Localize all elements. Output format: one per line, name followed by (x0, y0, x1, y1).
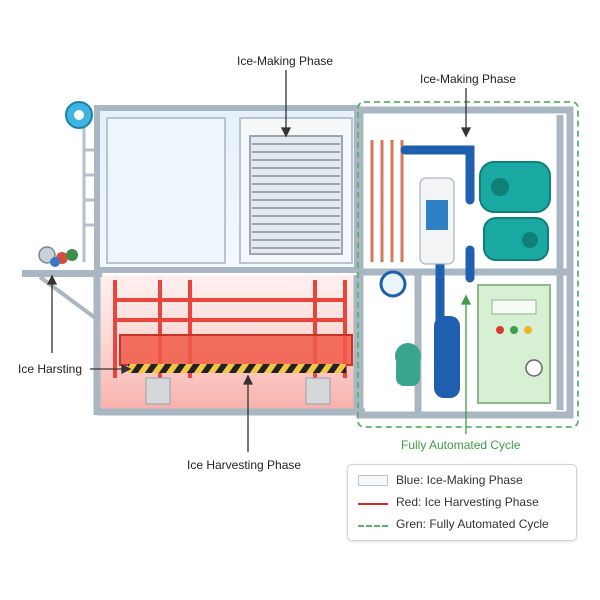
legend: Blue: Ice-Making Phase Red: Ice Harvesti… (347, 464, 577, 541)
green-leader (460, 294, 472, 434)
hazard-strip (128, 364, 346, 373)
legend-swatch-red (358, 503, 388, 505)
support-foot-left (145, 377, 171, 405)
copper-coils (370, 140, 404, 262)
louver-grill (249, 135, 343, 255)
label-ice-making-left: Ice-Making Phase (237, 54, 334, 68)
leader-lines (46, 70, 472, 452)
legend-label-blue: Blue: Ice-Making Phase (396, 473, 523, 487)
gauge-center (74, 110, 84, 120)
side-shelf (22, 270, 102, 277)
compressor-unit (419, 161, 551, 265)
ice-tank-panel (106, 117, 226, 264)
label-ice-harvesting-phase: Ice Harvesting Phase (187, 458, 302, 472)
legend-label-green: Gren: Fully Automated Cycle (396, 517, 549, 531)
legend-label-red: Red: Ice Harvesting Phase (396, 495, 539, 509)
control-display (491, 299, 537, 315)
support-foot-right (305, 377, 331, 405)
automated-cycle-boundary (357, 101, 579, 428)
label-ice-making-right: Ice-Making Phase (420, 72, 517, 86)
valve-icon (379, 270, 407, 298)
harvest-tray (120, 335, 352, 365)
legend-swatch-green (358, 525, 388, 527)
side-fittings (38, 246, 78, 267)
control-buttons (496, 326, 532, 334)
legend-swatch-blue (358, 475, 388, 486)
accumulator-body (396, 356, 420, 386)
pressure-gauge-icon (525, 359, 543, 377)
label-fully-automated-cycle: Fully Automated Cycle (401, 438, 521, 452)
label-ice-harsting: Ice Harsting (18, 362, 83, 376)
receiver-tank (434, 316, 460, 398)
